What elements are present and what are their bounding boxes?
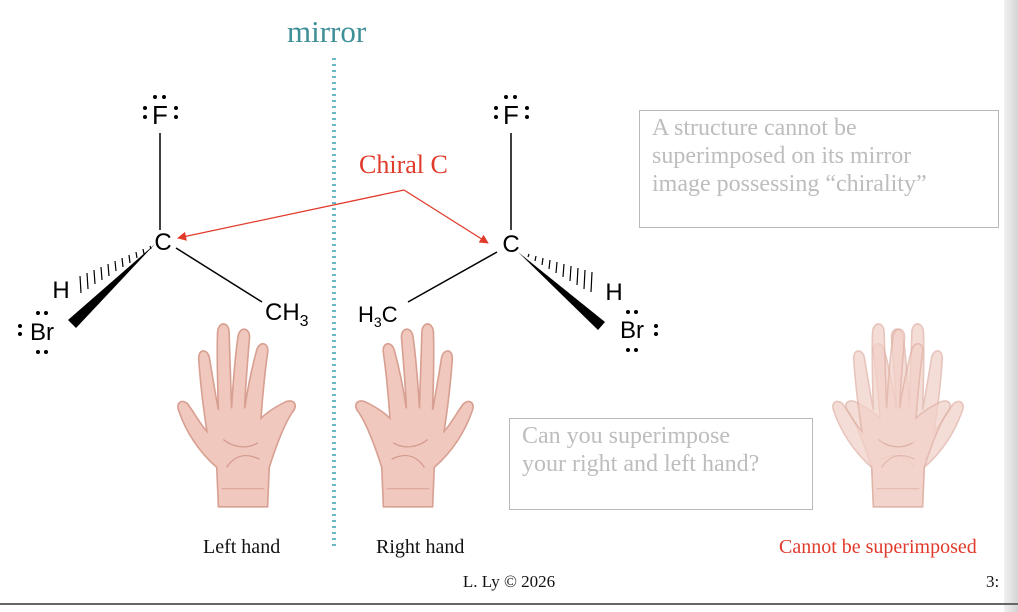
chirality-note-line: superimposed on its mirror [652,143,912,169]
left-hand-image [177,323,297,508]
bottom-divider [0,603,1018,605]
chirality-note-line: image possessing “chirality” [652,171,927,197]
slide-edge-shadow [1004,0,1018,612]
left-hash-bond [79,245,152,294]
hands-question-note: Can you superimpose your right and left … [509,418,813,510]
footer-credit: L. Ly © 2026 [462,572,556,591]
chirality-note: A structure cannot be superimposed on it… [639,110,999,228]
right-hand-caption: Right hand [376,536,465,558]
mirror-label: mirror [287,14,367,49]
left-atom-br: Br [30,319,54,346]
chiral-label: Chiral C [359,150,448,179]
right-wedge-bond [518,252,605,330]
left-atom-h: H [52,277,69,304]
chirality-note-line: A structure cannot be [652,115,857,141]
left-wedge-bond [68,244,155,328]
hands-note-line: your right and left hand? [522,451,760,477]
left-molecule: F C H Br CH3 [18,95,309,354]
right-hand-image [354,323,474,508]
right-atom-br: Br [620,317,644,344]
right-hash-bond [527,253,593,293]
left-hand-caption: Left hand [203,536,281,558]
right-atom-h: H [605,279,622,306]
right-group-h3c: H3C [358,302,398,330]
left-group-ch3: CH3 [265,299,309,330]
right-molecule: F C H Br H3C [358,95,658,352]
right-atom-c: C [502,231,519,258]
page-number: 3: [986,572,1000,591]
overlapped-hands-image [832,323,964,508]
right-atom-f: F [503,100,519,130]
chiral-arrows [177,189,489,244]
superimpose-caption: Cannot be superimposed [779,536,977,558]
left-atom-f: F [152,100,168,130]
left-atom-c: C [154,229,171,256]
hands-note-line: Can you superimpose [522,423,730,449]
